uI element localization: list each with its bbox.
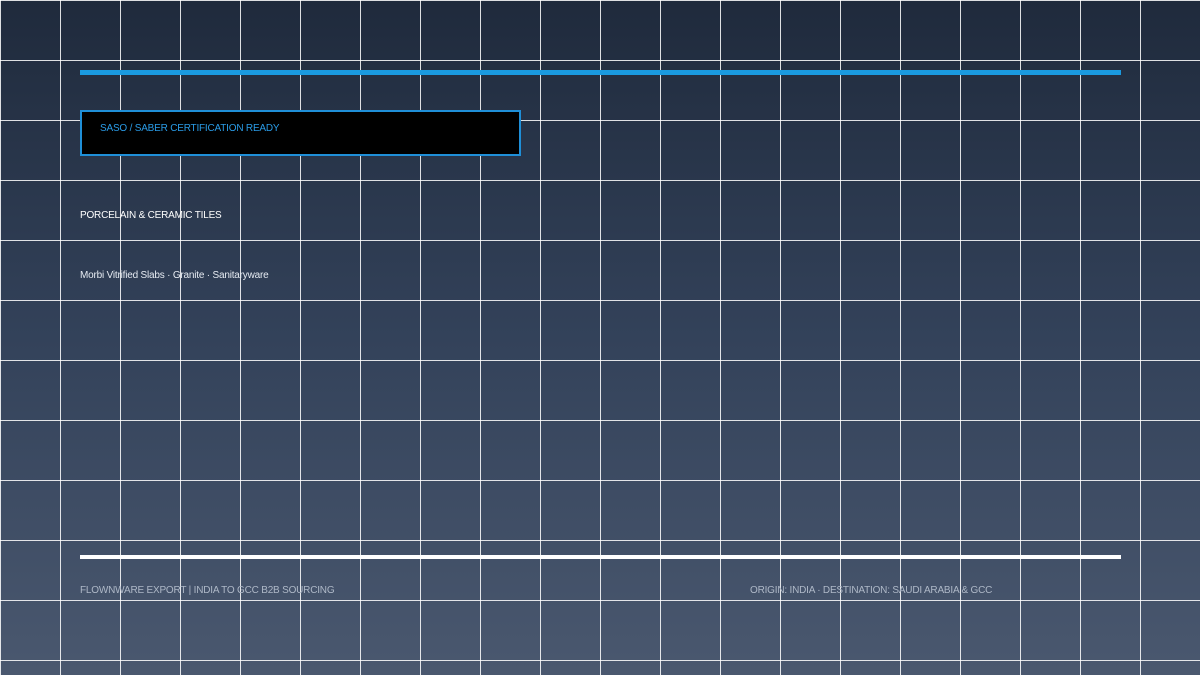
bottom-divider xyxy=(80,555,1121,559)
footer-company-text: FLOWNWARE EXPORT | INDIA TO GCC B2B SOUR… xyxy=(80,585,335,596)
certification-badge-text: SASO / SABER CERTIFICATION READY xyxy=(100,123,280,134)
product-headline: PORCELAIN & CERAMIC TILES xyxy=(80,210,222,221)
product-subline: Morbi Vitrified Slabs · Granite · Sanita… xyxy=(80,270,269,281)
top-accent-rule xyxy=(80,70,1121,75)
certification-badge: SASO / SABER CERTIFICATION READY xyxy=(80,110,521,156)
footer-route-text: ORIGIN: INDIA · DESTINATION: SAUDI ARABI… xyxy=(750,585,993,596)
